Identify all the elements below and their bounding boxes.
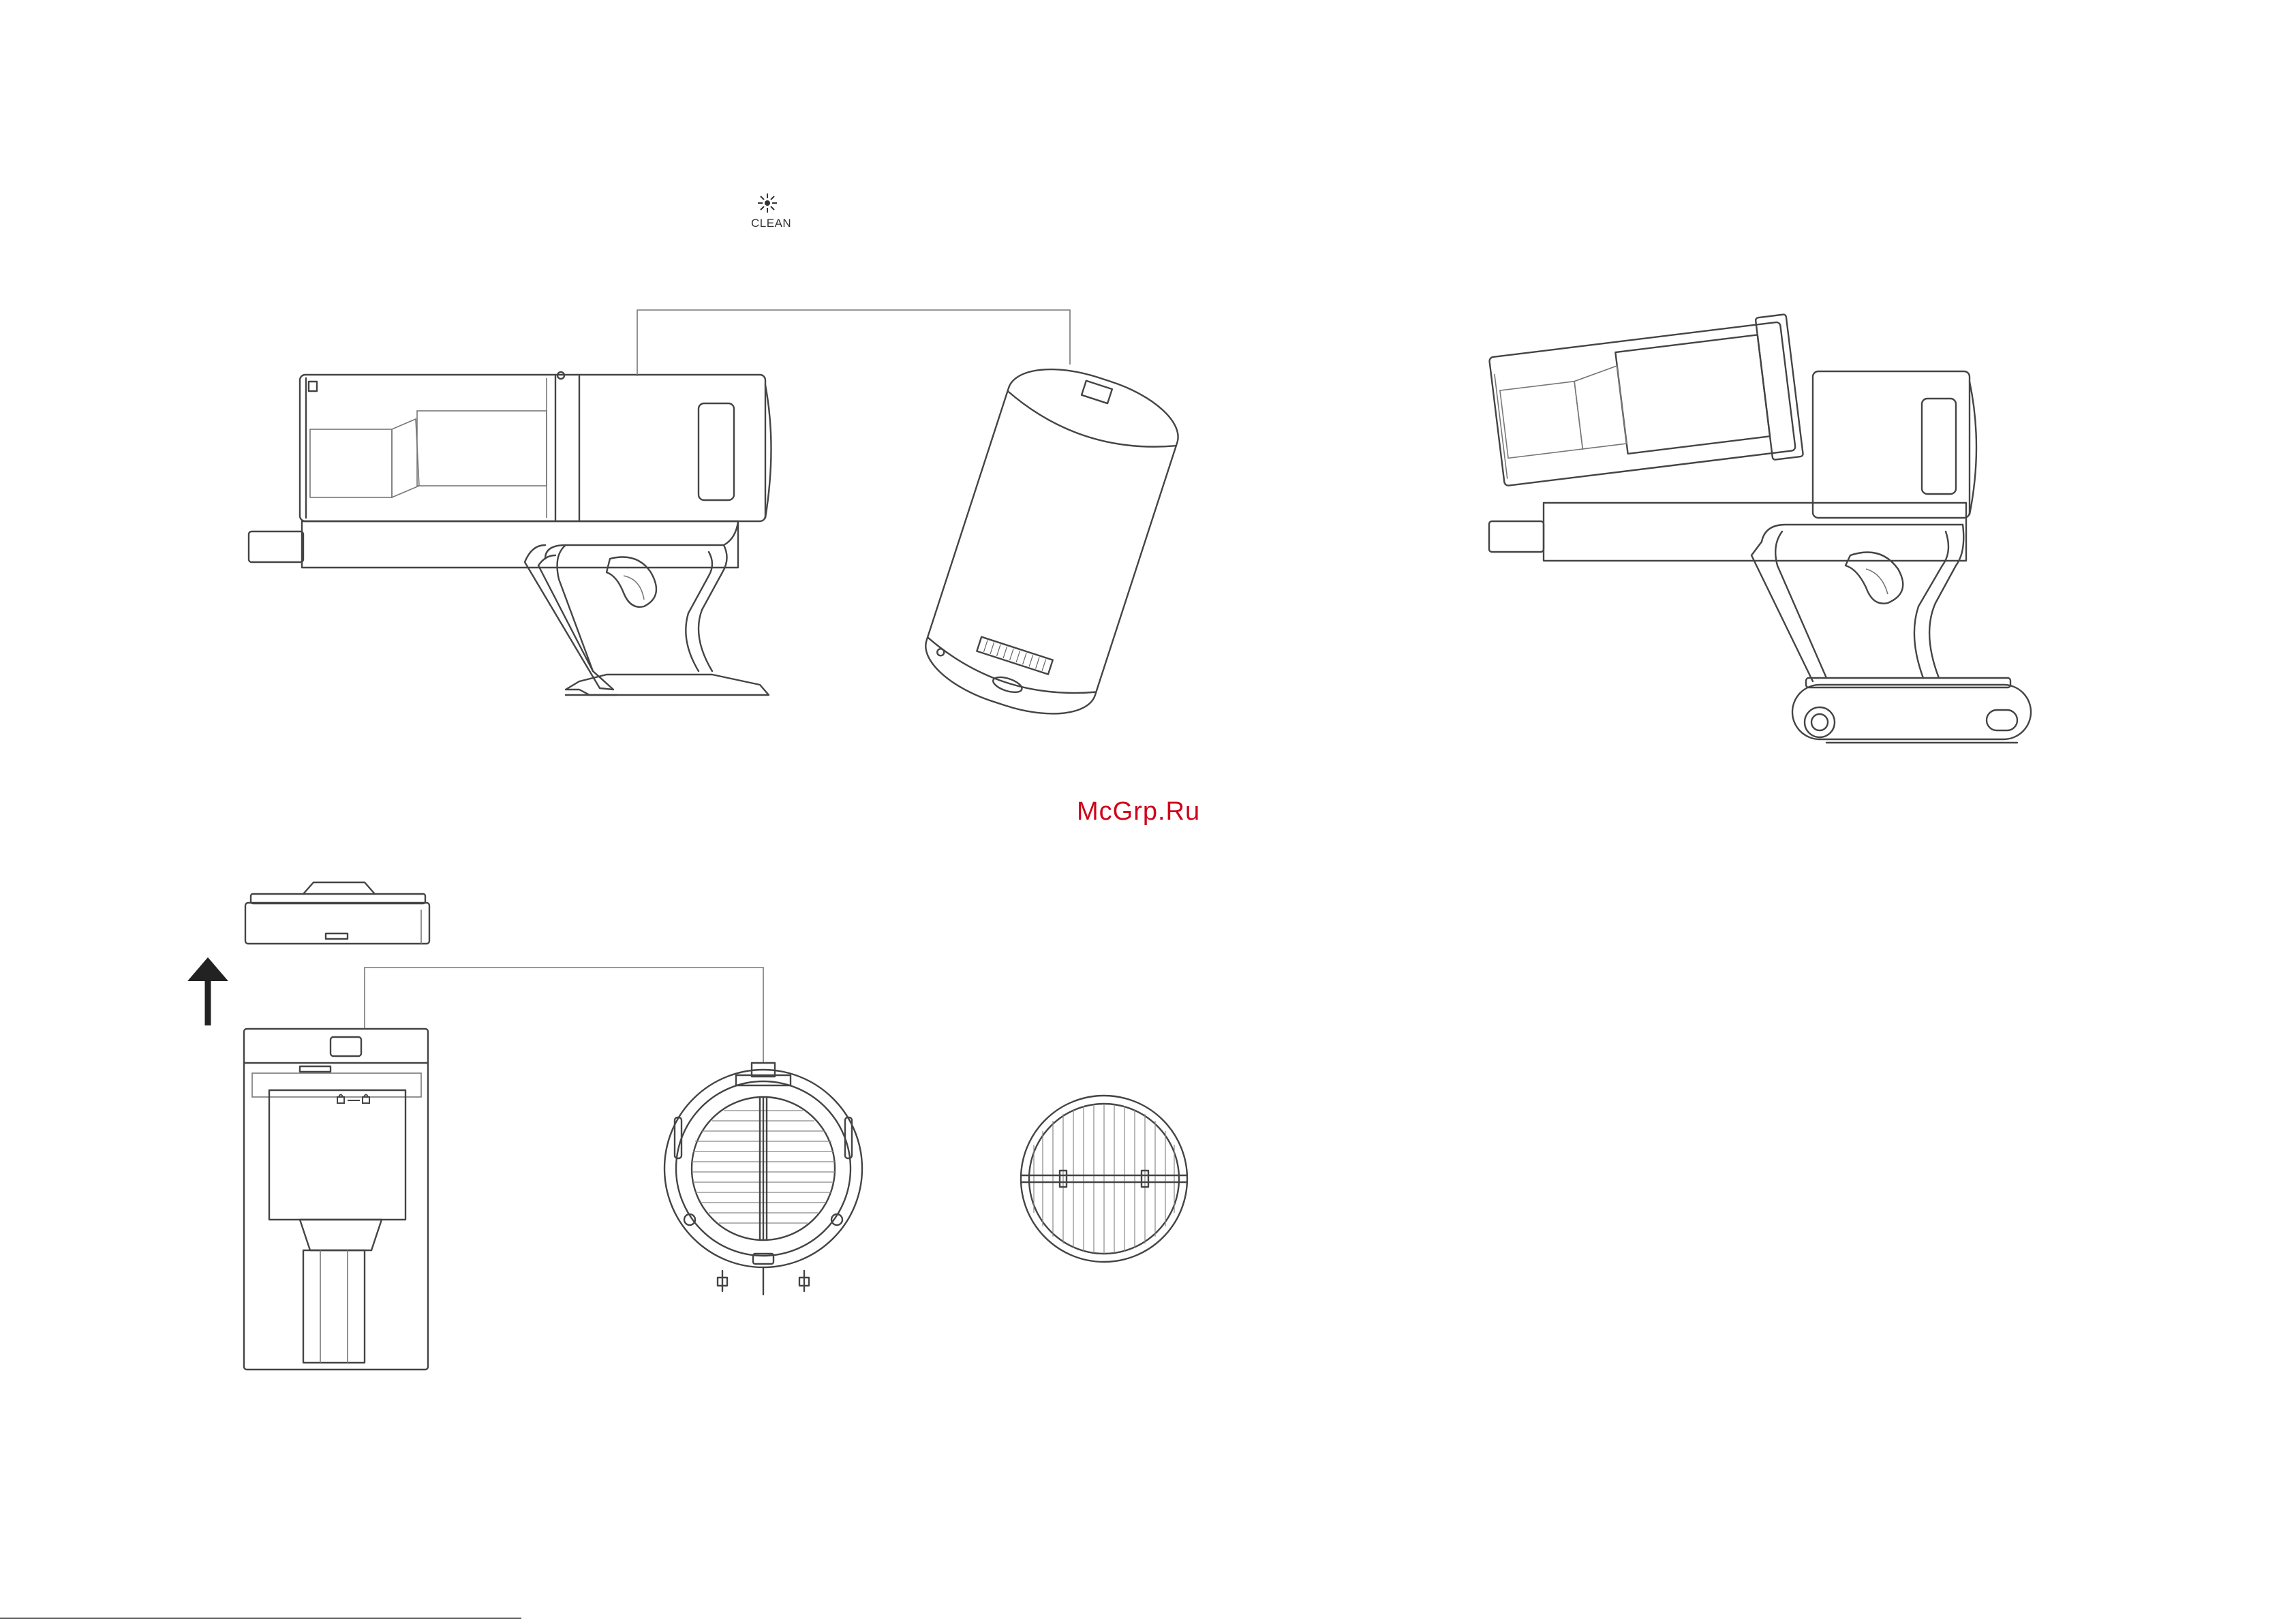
vacuum-main-unit — [249, 372, 771, 695]
clean-mode-label: CLEAN — [751, 217, 791, 230]
hepa-filter — [1021, 1096, 1187, 1262]
callout-line-filter — [365, 968, 763, 1063]
vacuum-tilted-bin — [1488, 314, 2031, 743]
arrow-up-icon — [187, 957, 228, 1025]
bin-lid — [245, 882, 429, 944]
lock-unlock-icon — [337, 1095, 369, 1104]
watermark-text: McGrp.Ru — [1077, 797, 1200, 826]
filter-assembly — [664, 1063, 862, 1295]
callout-line-battery — [637, 310, 1070, 376]
dust-bin — [244, 1029, 428, 1370]
sun-sparkle-icon — [758, 194, 777, 213]
battery-pack — [915, 352, 1189, 731]
